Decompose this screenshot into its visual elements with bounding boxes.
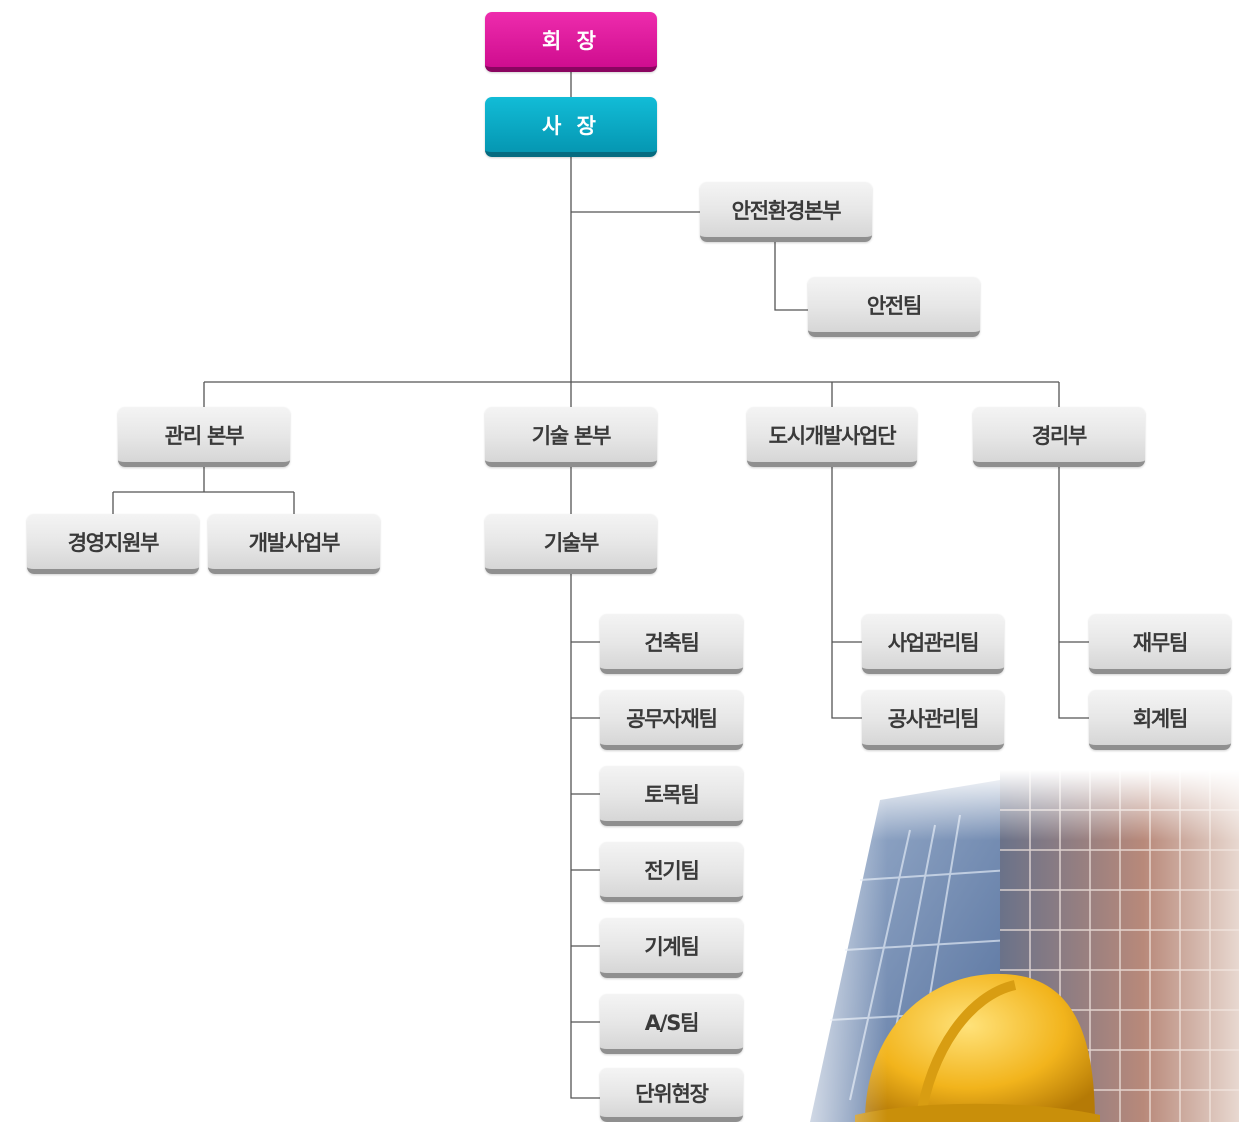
tech-team-label: 기계팀 <box>644 934 700 959</box>
urban-hq-box[interactable]: 도시개발사업단 <box>747 407 917 467</box>
president-box[interactable]: 사 장 <box>485 97 657 157</box>
construction-photo <box>770 770 1239 1122</box>
tech-team-label: 건축팀 <box>644 630 700 655</box>
accounting-team-label: 재무팀 <box>1132 630 1189 655</box>
tech-team-box[interactable]: 단위현장 <box>600 1068 743 1122</box>
tech-dept-box[interactable]: 기술부 <box>485 514 657 574</box>
tech-team-box[interactable]: A/S팀 <box>600 994 743 1054</box>
tech-team-label: 단위현장 <box>635 1081 709 1106</box>
tech-team-label: 전기팀 <box>644 858 700 883</box>
urban-team-label: 사업관리팀 <box>887 630 980 655</box>
president-label: 사 장 <box>542 113 600 138</box>
mgmt-hq-label: 관리 본부 <box>164 423 245 448</box>
safety-team-label: 안전팀 <box>866 293 923 318</box>
tech-hq-label: 기술 본부 <box>531 423 612 448</box>
dev-business-label: 개발사업부 <box>248 530 341 555</box>
tech-team-label: 토목팀 <box>644 782 700 807</box>
safety-hq-box[interactable]: 안전환경본부 <box>700 182 872 242</box>
chairman-label: 회 장 <box>542 28 600 53</box>
dev-business-box[interactable]: 개발사업부 <box>208 514 380 574</box>
mgmt-support-label: 경영지원부 <box>67 530 160 555</box>
accounting-dept-label: 경리부 <box>1031 423 1088 448</box>
tech-team-box[interactable]: 공무자재팀 <box>600 690 743 750</box>
accounting-team-label: 회계팀 <box>1132 706 1189 731</box>
urban-team-label: 공사관리팀 <box>887 706 980 731</box>
tech-team-label: 공무자재팀 <box>626 706 718 731</box>
safety-hq-label: 안전환경본부 <box>731 198 842 223</box>
safety-team-box[interactable]: 안전팀 <box>808 277 980 337</box>
accounting-team-box[interactable]: 재무팀 <box>1089 614 1231 674</box>
urban-team-box[interactable]: 공사관리팀 <box>862 690 1004 750</box>
urban-hq-label: 도시개발사업단 <box>768 423 897 448</box>
urban-team-box[interactable]: 사업관리팀 <box>862 614 1004 674</box>
accounting-team-box[interactable]: 회계팀 <box>1089 690 1231 750</box>
tech-team-label: A/S팀 <box>644 1010 700 1035</box>
tech-dept-label: 기술부 <box>543 530 600 555</box>
tech-team-box[interactable]: 기계팀 <box>600 918 743 978</box>
chairman-box[interactable]: 회 장 <box>485 12 657 72</box>
accounting-dept-box[interactable]: 경리부 <box>973 407 1145 467</box>
tech-team-box[interactable]: 토목팀 <box>600 766 743 826</box>
tech-team-box[interactable]: 건축팀 <box>600 614 743 674</box>
tech-hq-box[interactable]: 기술 본부 <box>485 407 657 467</box>
tech-team-box[interactable]: 전기팀 <box>600 842 743 902</box>
mgmt-hq-box[interactable]: 관리 본부 <box>118 407 290 467</box>
mgmt-support-box[interactable]: 경영지원부 <box>27 514 199 574</box>
